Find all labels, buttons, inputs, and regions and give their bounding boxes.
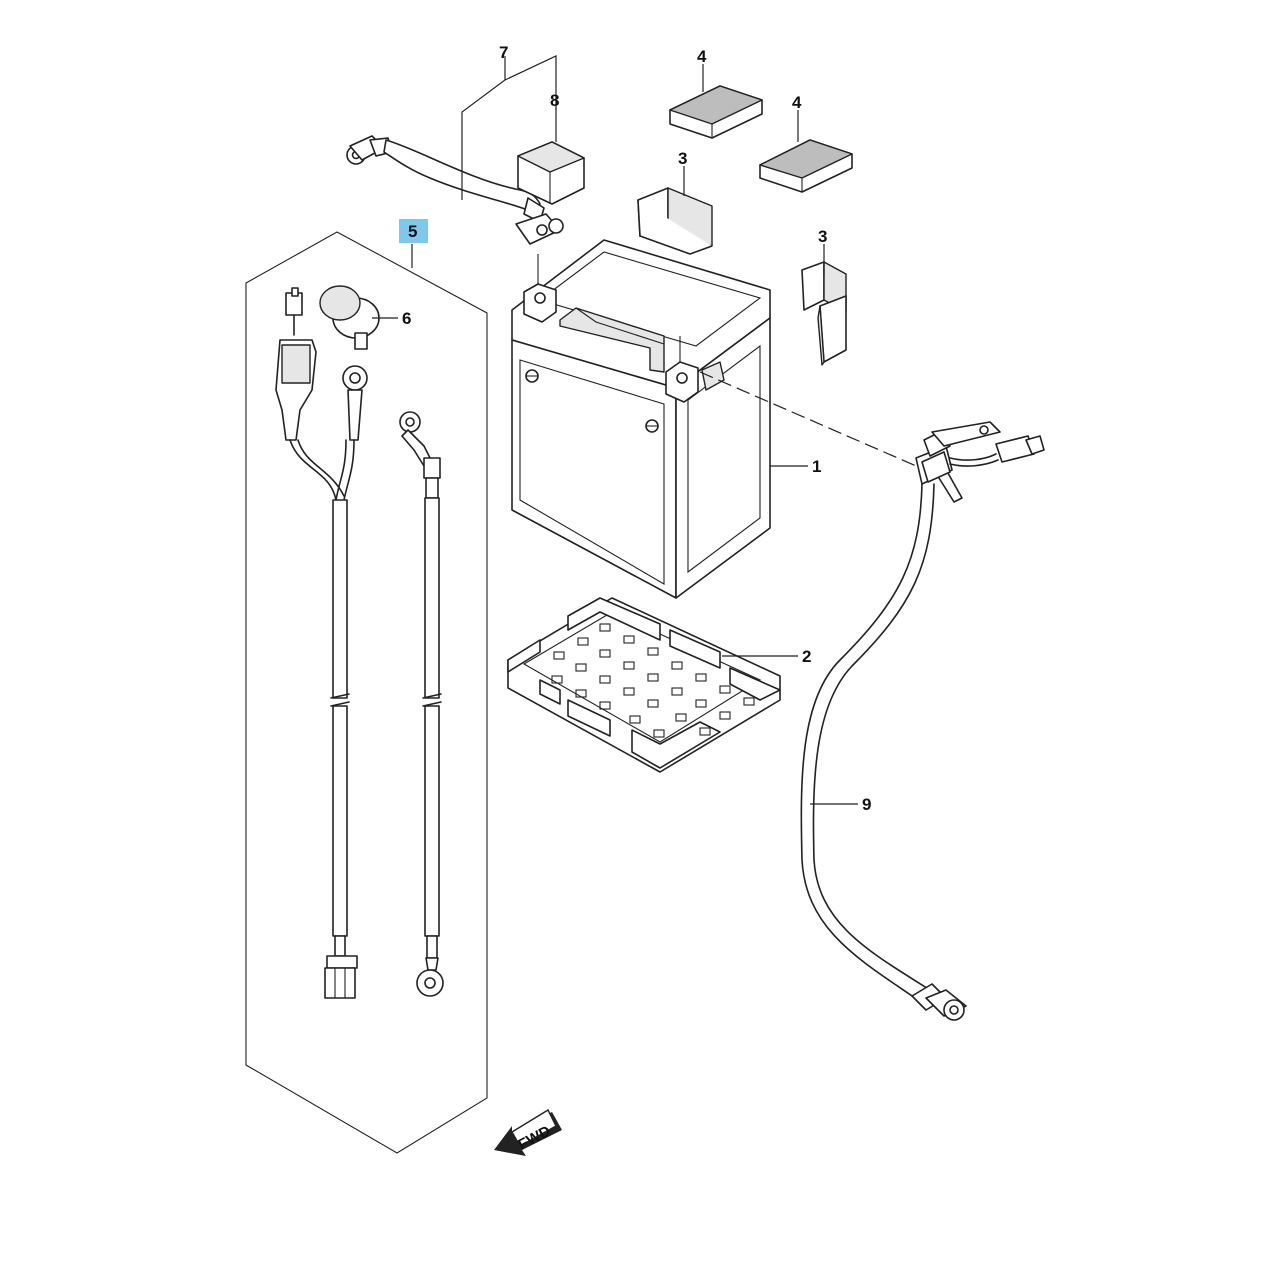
- callout-4a[interactable]: 4: [697, 47, 707, 66]
- callout-3b[interactable]: 3: [818, 227, 827, 246]
- callout-3a[interactable]: 3: [678, 149, 687, 168]
- battery-terminal-positive: [665, 336, 725, 403]
- part-5-harness[interactable]: [275, 287, 368, 999]
- part-5-cable[interactable]: [399, 411, 444, 997]
- callout-2[interactable]: 2: [802, 647, 811, 666]
- part-3-bracket-b[interactable]: [801, 261, 847, 366]
- harness-kit-outline: [245, 231, 488, 1154]
- leader-dashed: [699, 371, 931, 473]
- callout-4b[interactable]: 4: [792, 93, 802, 112]
- part-6-cap[interactable]: [319, 285, 380, 350]
- callout-5-highlight: [399, 219, 428, 243]
- part-2-tray[interactable]: [507, 597, 781, 773]
- callout-7[interactable]: 7: [499, 43, 508, 62]
- tray-slots: [551, 623, 755, 738]
- part-4-pad-b[interactable]: [759, 139, 853, 193]
- callout-8[interactable]: 8: [550, 91, 559, 110]
- leader-lines: [372, 55, 858, 805]
- callout-6[interactable]: 6: [402, 309, 411, 328]
- fwd-arrow-icon: FWD: [494, 1109, 562, 1156]
- part-8-block[interactable]: [517, 141, 585, 205]
- callout-1[interactable]: 1: [812, 457, 821, 476]
- part-3-bracket-a[interactable]: [637, 187, 713, 255]
- part-4-pad-a[interactable]: [669, 85, 763, 139]
- callout-9[interactable]: 9: [862, 795, 871, 814]
- part-1-battery[interactable]: [511, 239, 771, 599]
- callout-labels: 7 8 4 4 3 3 5 5 6 1 2 9: [399, 43, 871, 814]
- part-9-cable[interactable]: [800, 421, 1045, 1021]
- callout-5-label[interactable]: 5: [408, 222, 417, 241]
- battery-terminal-negative: [523, 254, 557, 323]
